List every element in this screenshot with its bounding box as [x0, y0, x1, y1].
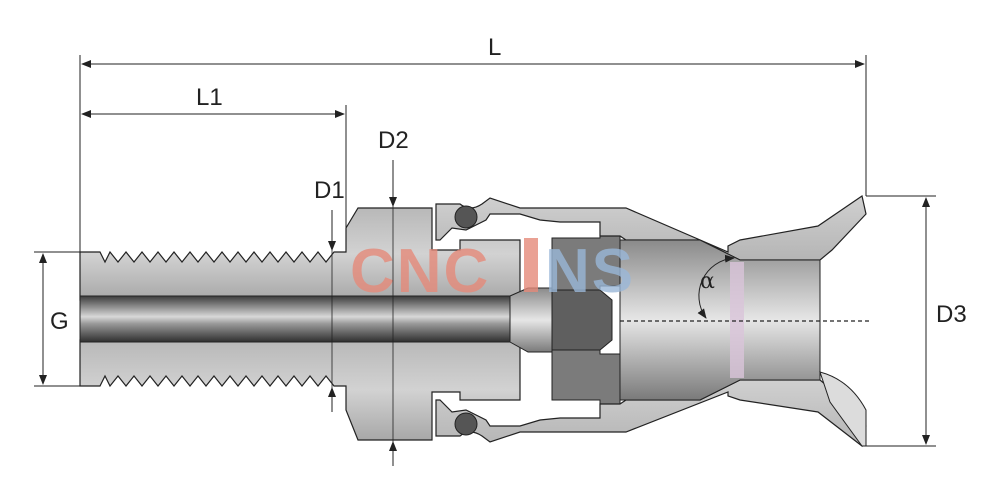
shank-upper: [79, 207, 521, 301]
o-ring-lower: [454, 412, 478, 436]
o-ring-upper: [454, 205, 478, 229]
label-D3: D3: [936, 301, 967, 328]
label-G: G: [50, 308, 69, 335]
nose-cavity: [619, 239, 821, 401]
nose-lip-lower: [819, 371, 867, 447]
central-bore: [79, 295, 521, 343]
watermark-i-bar: [524, 238, 538, 292]
collet-ring-highlight: [730, 262, 744, 378]
watermark-text-ns: NS: [545, 237, 635, 306]
label-D2: D2: [378, 127, 409, 154]
alpha-arc: [697, 254, 735, 319]
shank-lower: [79, 339, 521, 441]
watermark-text-cnc: CNC: [350, 237, 490, 306]
label-D1: D1: [314, 177, 345, 204]
watermark-logo: CNC NS: [350, 237, 635, 306]
label-L1: L1: [196, 84, 223, 111]
label-L: L: [488, 34, 501, 61]
label-alpha: α: [700, 269, 715, 294]
collet-core: [551, 289, 613, 351]
dimension-lines: [34, 55, 936, 466]
tool-holder-body: [79, 195, 867, 448]
